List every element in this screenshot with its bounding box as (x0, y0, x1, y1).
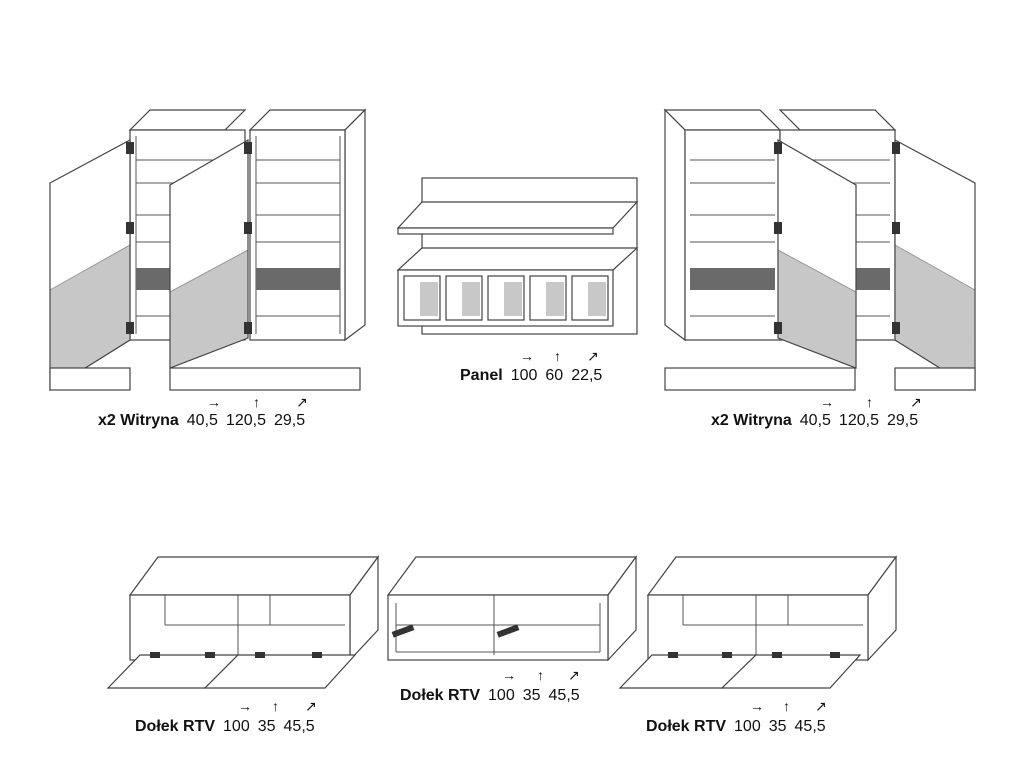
rtv-center-drawing (386, 555, 638, 662)
height-value: 35 (768, 718, 787, 735)
item-name: x2 Witryna (711, 412, 792, 429)
arrow-diagonal-icon: ↗ (910, 394, 922, 410)
item-name: x2 Witryna (98, 412, 179, 429)
arrow-up-icon: ↑ (253, 394, 260, 410)
rtv-right-drawing (618, 555, 898, 689)
arrow-up-icon: ↑ (866, 394, 873, 410)
item-name: Dołek RTV (135, 718, 216, 735)
item-label: Dołek RTV 100 35 45,5 (400, 687, 588, 705)
item-name: Dołek RTV (400, 687, 481, 704)
depth-value: 45,5 (794, 718, 826, 735)
height-value: 120,5 (225, 412, 266, 429)
width-value: 100 (734, 718, 761, 735)
witryna-right-drawing (663, 108, 976, 392)
arrow-right-icon: → (207, 394, 221, 410)
arrow-right-icon: → (820, 394, 834, 410)
depth-value: 45,5 (283, 718, 315, 735)
arrow-right-icon: → (750, 698, 764, 714)
width-value: 100 (223, 718, 250, 735)
depth-value: 45,5 (548, 687, 580, 704)
arrow-diagonal-icon: ↗ (305, 698, 317, 714)
depth-value: 29,5 (886, 412, 919, 429)
item-name: Panel (460, 367, 503, 384)
arrow-right-icon: → (502, 667, 516, 683)
rtv-left-drawing (106, 555, 380, 689)
width-value: 100 (488, 687, 515, 704)
item-label: x2 Witryna 40,5 120,5 29,5 (711, 412, 926, 430)
arrow-diagonal-icon: ↗ (568, 667, 580, 683)
depth-value: 22,5 (571, 367, 603, 384)
width-value: 100 (510, 367, 538, 384)
witryna-left-drawing (49, 108, 367, 392)
width-value: 40,5 (186, 412, 218, 429)
panel-drawing (396, 177, 639, 335)
item-label: x2 Witryna 40,5 120,5 29,5 (98, 412, 313, 430)
arrow-up-icon: ↑ (272, 698, 279, 714)
arrow-right-icon: → (238, 698, 252, 714)
depth-value: 29,5 (273, 412, 306, 429)
arrow-right-icon: → (520, 348, 534, 364)
arrow-up-icon: ↑ (783, 698, 790, 714)
height-value: 60 (545, 367, 564, 384)
item-name: Dołek RTV (646, 718, 727, 735)
arrow-diagonal-icon: ↗ (296, 394, 308, 410)
item-label: Panel 100 60 22,5 (460, 367, 610, 385)
item-label: Dołek RTV 100 35 45,5 (135, 718, 323, 736)
arrow-up-icon: ↑ (554, 348, 561, 364)
item-label: Dołek RTV 100 35 45,5 (646, 718, 834, 736)
arrow-diagonal-icon: ↗ (815, 698, 827, 714)
height-value: 35 (522, 687, 541, 704)
arrow-diagonal-icon: ↗ (587, 348, 599, 364)
width-value: 40,5 (799, 412, 831, 429)
arrow-up-icon: ↑ (537, 667, 544, 683)
height-value: 35 (257, 718, 276, 735)
height-value: 120,5 (838, 412, 879, 429)
